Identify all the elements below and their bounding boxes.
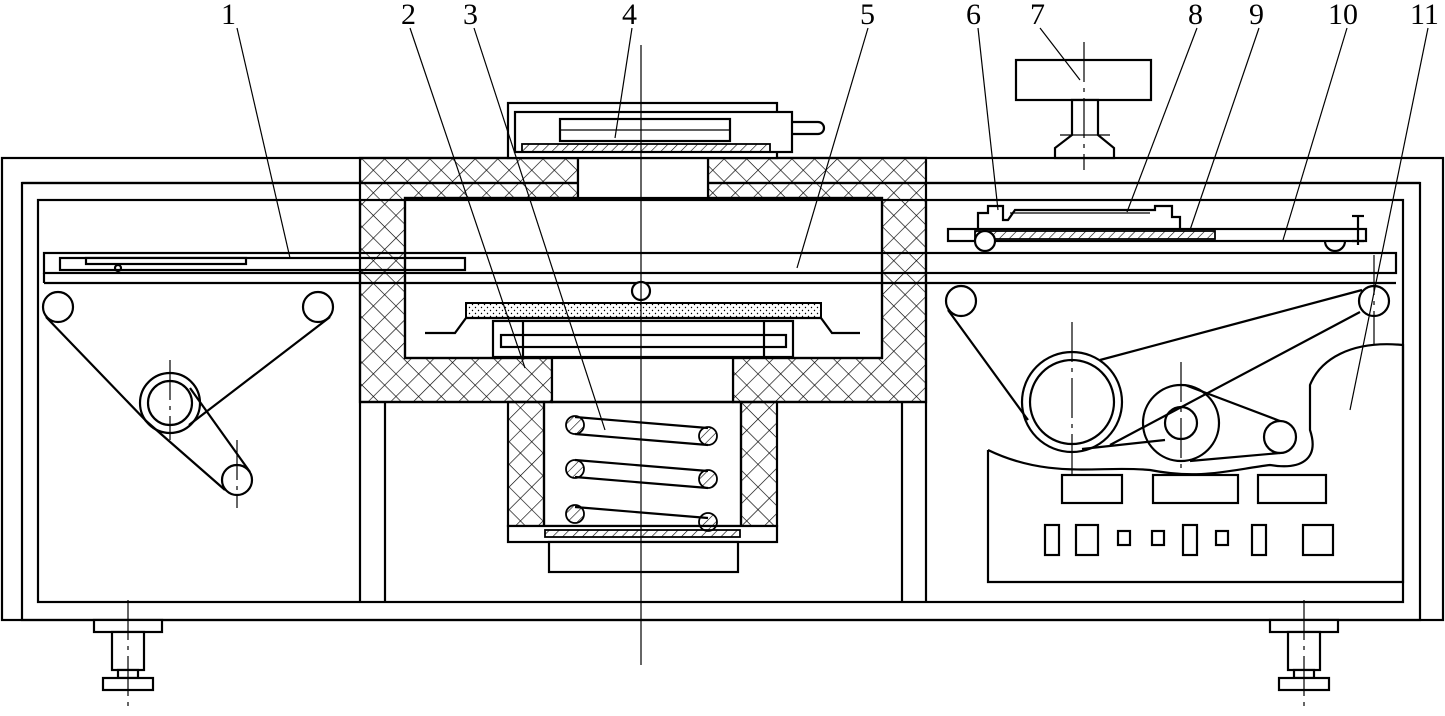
callout-5: 5 <box>860 0 875 31</box>
spring-housing <box>385 356 926 574</box>
callout-3: 3 <box>463 0 478 31</box>
callout-10: 10 <box>1328 0 1358 31</box>
left-foot <box>92 600 164 711</box>
callout-7: 7 <box>1030 0 1045 31</box>
leader-lines <box>236 27 1429 431</box>
callout-2: 2 <box>401 0 416 31</box>
upper-press-assembly <box>506 101 826 160</box>
callout-9: 9 <box>1249 0 1264 31</box>
heater-plate <box>425 280 860 359</box>
right-foot <box>1268 600 1340 711</box>
right-belt-drive <box>944 255 1391 478</box>
left-belt-drive <box>41 290 335 508</box>
callout-6: 6 <box>966 0 981 31</box>
center-compartment <box>900 200 928 602</box>
callout-4: 4 <box>622 0 637 31</box>
right-slider-assembly <box>946 204 1368 253</box>
adjustment-knob <box>1014 42 1153 170</box>
callout-labels: 1 2 3 4 5 6 7 8 9 10 11 <box>221 0 1439 31</box>
callout-1: 1 <box>221 0 236 31</box>
control-box <box>986 343 1405 584</box>
callout-11: 11 <box>1410 0 1439 31</box>
callout-8: 8 <box>1188 0 1203 31</box>
oven-housing <box>358 156 928 404</box>
